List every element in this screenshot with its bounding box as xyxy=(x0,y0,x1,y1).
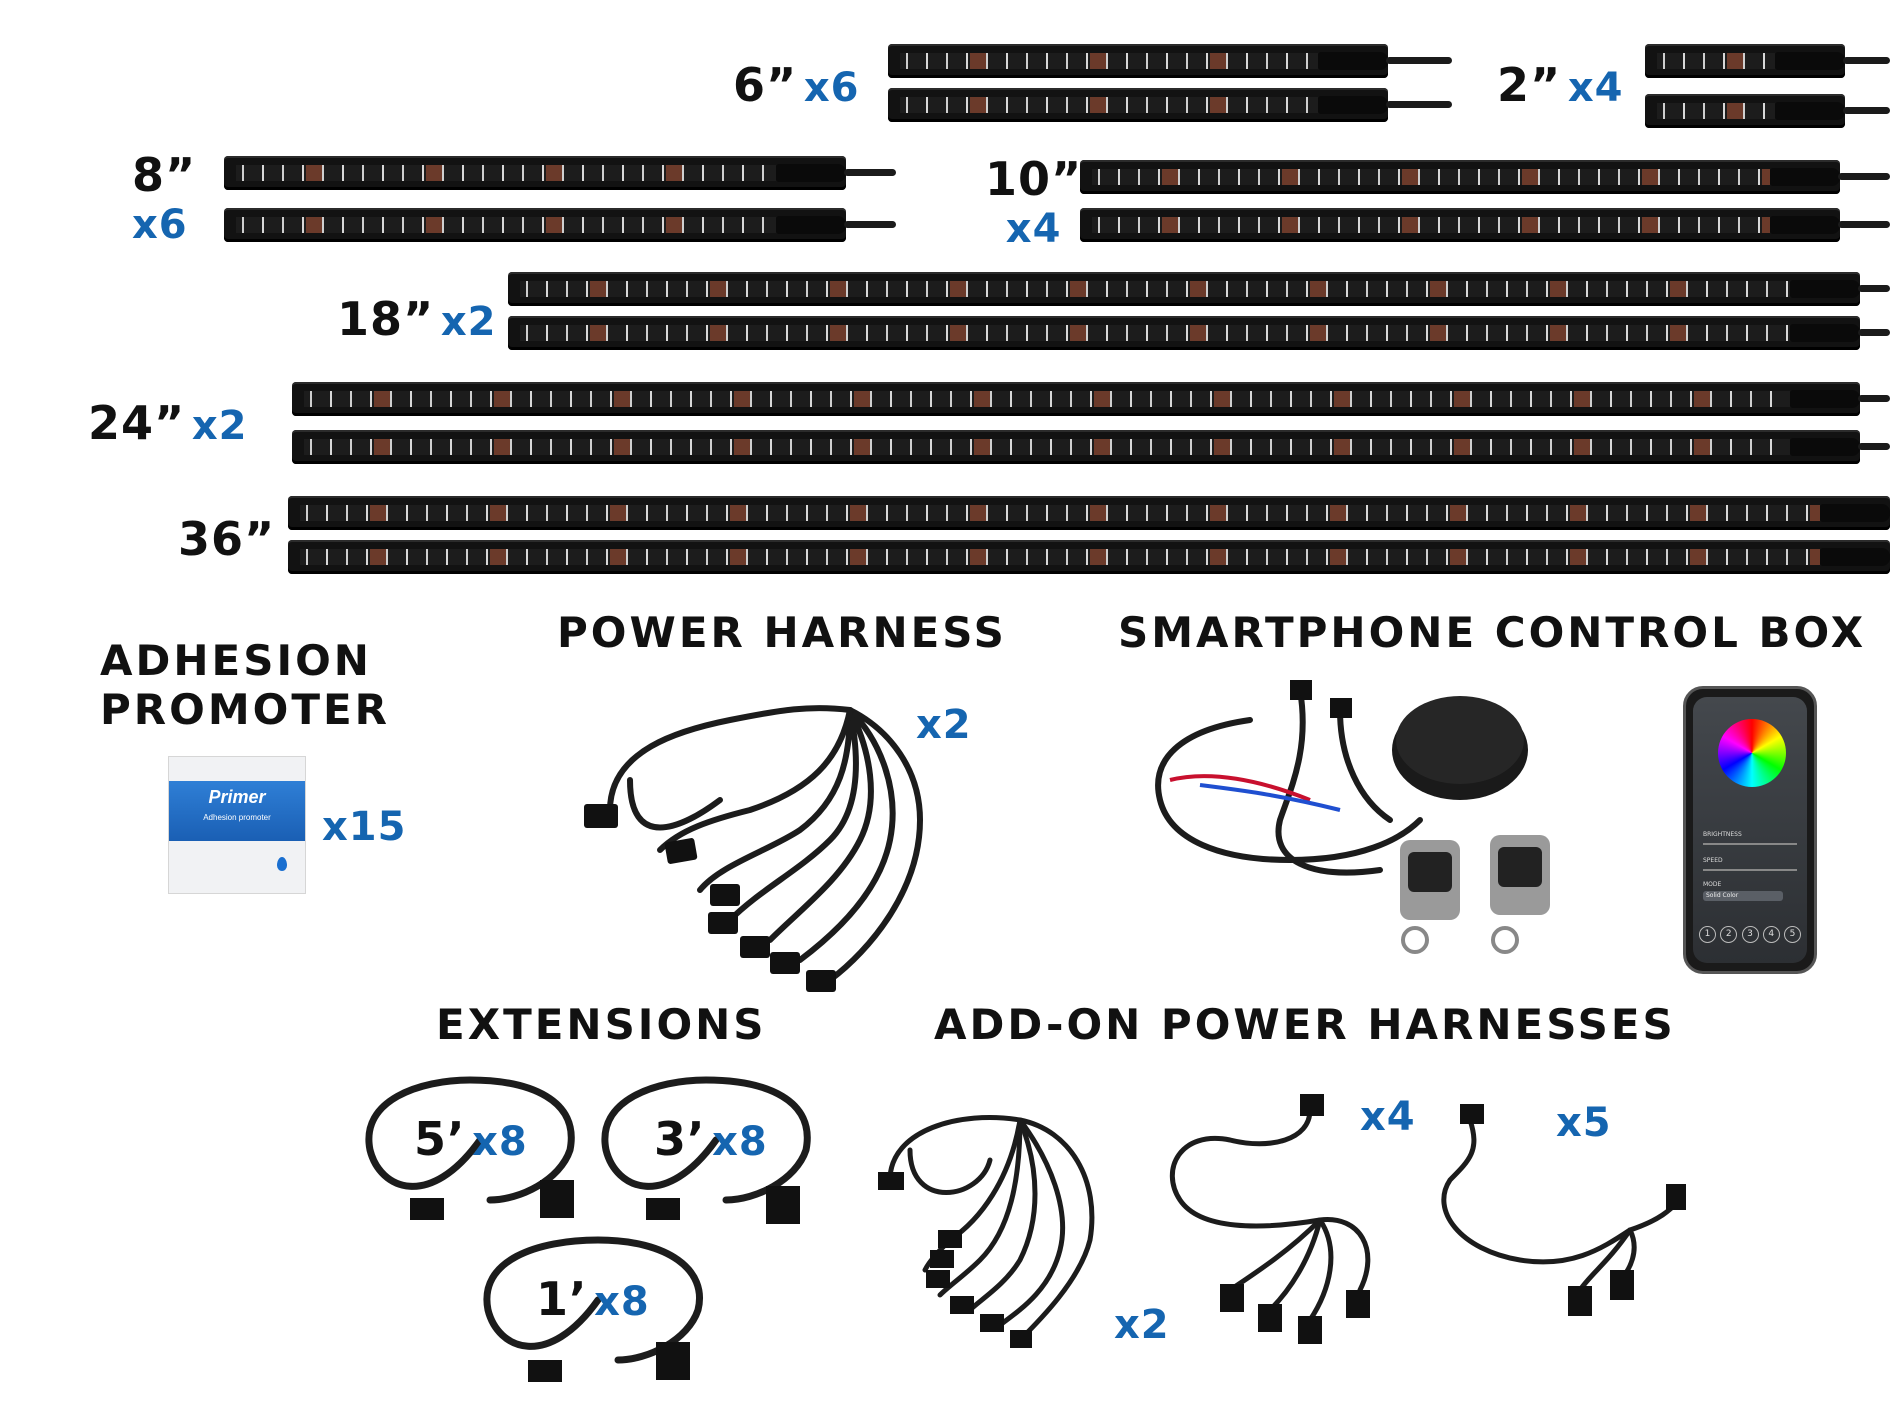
strip-label-10in: 10” x4 xyxy=(985,152,1082,252)
control-box-title: SMARTPHONE CONTROL BOX xyxy=(1118,608,1867,657)
led-strip-10in-a xyxy=(1080,160,1840,194)
strip-cable xyxy=(1858,443,1890,450)
strip-length: 36” xyxy=(178,512,276,566)
led-strip-24in-b xyxy=(292,430,1860,464)
extension-qty: x8 xyxy=(594,1279,650,1325)
strip-cable xyxy=(1838,221,1890,228)
addon-harness-1-qty: x2 xyxy=(1114,1302,1170,1348)
adhesion-title: ADHESION PROMOTER xyxy=(100,636,391,734)
preset-row: 1 2 3 4 5 xyxy=(1699,926,1801,943)
extension-qty: x8 xyxy=(472,1119,528,1165)
strip-cable xyxy=(1858,285,1890,292)
speed-slider[interactable] xyxy=(1703,869,1797,871)
packet-subtitle: Adhesion promoter xyxy=(203,813,271,822)
adhesion-qty: x15 xyxy=(322,804,407,850)
strip-qty: x6 xyxy=(803,65,860,111)
extension-length: 5’ xyxy=(414,1112,466,1166)
packet-band xyxy=(169,781,305,841)
strip-cable xyxy=(844,169,896,176)
led-strip-2in-a xyxy=(1645,44,1845,78)
strip-label-24in: 24” x2 xyxy=(88,396,247,450)
strip-length: 2” xyxy=(1497,58,1562,112)
strip-label-2in: 2” x4 xyxy=(1497,58,1623,112)
extension-1ft-illustration xyxy=(483,1236,703,1382)
led-strip-8in-a xyxy=(224,156,846,190)
power-harness-title: POWER HARNESS xyxy=(557,608,1007,657)
strip-cable xyxy=(1386,57,1452,64)
phone-screen: BRIGHTNESS SPEED MODE Solid Color 1 2 3 … xyxy=(1693,697,1807,963)
led-strip-6in-b xyxy=(888,88,1388,122)
strip-cable xyxy=(1858,329,1890,336)
adhesion-title-line1: ADHESION xyxy=(100,636,372,685)
addon-harness-3-illustration xyxy=(1441,1104,1686,1316)
strip-length: 8” xyxy=(132,148,197,202)
extension-5ft-illustration xyxy=(365,1076,575,1220)
strip-cable xyxy=(1838,173,1890,180)
led-strip-18in-a xyxy=(508,272,1860,306)
led-strip-10in-b xyxy=(1080,208,1840,242)
led-strip-2in-b xyxy=(1645,94,1845,128)
extension-qty: x8 xyxy=(712,1119,768,1165)
strip-length: 18” xyxy=(337,292,435,346)
strip-qty: x4 xyxy=(1567,65,1624,111)
power-harness-illustration xyxy=(584,705,924,992)
addon-harness-3-qty: x5 xyxy=(1556,1100,1612,1146)
extension-length: 1’ xyxy=(536,1272,588,1326)
strip-label-18in: 18” x2 xyxy=(337,292,496,346)
power-harness-qty: x2 xyxy=(916,702,972,748)
brightness-label: BRIGHTNESS xyxy=(1703,831,1742,838)
strip-qty: x6 xyxy=(132,202,188,248)
extension-1ft-label: 1’ x8 xyxy=(536,1272,650,1326)
adhesion-title-line2: PROMOTER xyxy=(100,685,391,734)
extension-3ft-label: 3’ x8 xyxy=(654,1112,768,1166)
strip-cable xyxy=(844,221,896,228)
preset-button[interactable]: 4 xyxy=(1762,926,1780,943)
droplet-icon xyxy=(277,857,287,871)
led-strip-24in-a xyxy=(292,382,1860,416)
addon-harness-2-qty: x4 xyxy=(1360,1094,1416,1140)
packet-title: Primer xyxy=(208,787,266,807)
led-strip-36in-a xyxy=(288,496,1890,530)
primer-packet: Primer Adhesion promoter xyxy=(168,756,306,894)
strip-length: 10” xyxy=(985,152,1083,206)
extension-length: 3’ xyxy=(654,1112,706,1166)
strip-qty: x2 xyxy=(191,403,248,449)
extension-3ft-illustration xyxy=(601,1076,811,1224)
strip-cable xyxy=(1386,101,1452,108)
addon-title: ADD-ON POWER HARNESSES xyxy=(934,1000,1676,1049)
strip-qty: x2 xyxy=(440,299,497,345)
strip-cable xyxy=(1843,57,1890,64)
led-strip-18in-b xyxy=(508,316,1860,350)
preset-button[interactable]: 2 xyxy=(1720,926,1738,943)
led-strip-8in-b xyxy=(224,208,846,242)
led-strip-6in-a xyxy=(888,44,1388,78)
strip-label-8in: 8” x6 xyxy=(132,148,196,248)
brightness-slider[interactable] xyxy=(1703,843,1797,845)
speed-label: SPEED xyxy=(1703,857,1723,864)
led-strip-36in-b xyxy=(288,540,1890,574)
strip-length: 24” xyxy=(88,396,186,450)
control-box-illustration xyxy=(1155,680,1550,954)
preset-button[interactable]: 1 xyxy=(1699,926,1716,943)
strip-label-36in: 36” xyxy=(178,512,275,566)
addon-harness-1-illustration xyxy=(878,1115,1095,1348)
strip-label-6in: 6” x6 xyxy=(733,58,859,112)
strip-qty: x4 xyxy=(1005,206,1062,252)
addon-harness-2-illustration xyxy=(1169,1094,1371,1344)
strip-cable xyxy=(1843,107,1890,114)
smartphone: BRIGHTNESS SPEED MODE Solid Color 1 2 3 … xyxy=(1683,686,1817,974)
mode-select[interactable]: Solid Color xyxy=(1703,891,1783,901)
strip-cable xyxy=(1858,395,1890,402)
preset-button[interactable]: 3 xyxy=(1741,926,1759,943)
color-wheel[interactable] xyxy=(1718,719,1786,787)
mode-label: MODE xyxy=(1703,881,1722,888)
strip-length: 6” xyxy=(733,58,798,112)
preset-button[interactable]: 5 xyxy=(1784,926,1801,943)
extensions-title: EXTENSIONS xyxy=(436,1000,767,1049)
extension-5ft-label: 5’ x8 xyxy=(414,1112,528,1166)
